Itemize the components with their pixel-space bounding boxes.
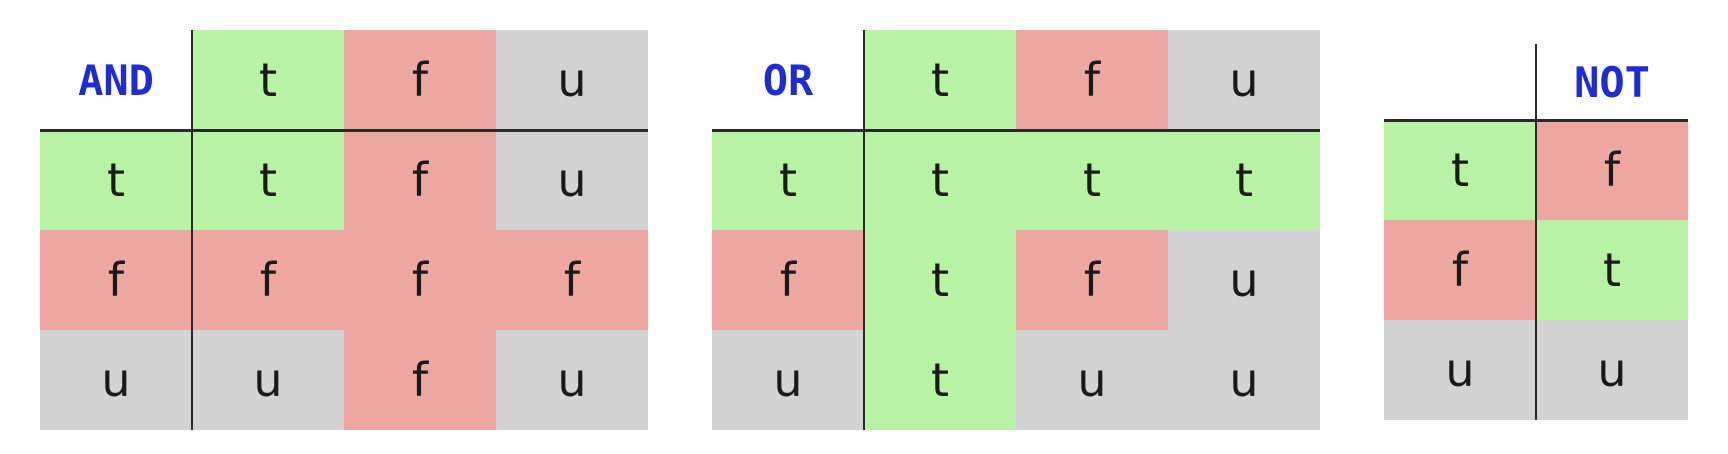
row-label-f: f [1384, 220, 1536, 320]
result-cell: u [1168, 230, 1320, 330]
header-cell-f: f [1016, 30, 1168, 130]
result-cell: f [192, 230, 344, 330]
result-cell: u [496, 330, 648, 430]
row-label-t: t [712, 130, 864, 230]
result-cell: t [1016, 130, 1168, 230]
result-cell: u [496, 130, 648, 230]
label-divider [863, 30, 865, 430]
result-cell: t [864, 230, 1016, 330]
operator-label: AND [78, 55, 154, 105]
result-cell: u [1168, 330, 1320, 430]
row-label-u: u [712, 330, 864, 430]
result-cell: u [1016, 330, 1168, 430]
header-divider [712, 129, 1320, 132]
result-cell: u [192, 330, 344, 430]
result-cell: f [1016, 230, 1168, 330]
row-label-t: t [40, 130, 192, 230]
result-cell: t [192, 130, 344, 230]
result-cell: t [864, 330, 1016, 430]
result-cell: t [864, 130, 1016, 230]
result-cell: f [344, 330, 496, 430]
result-cell: f [1536, 120, 1688, 220]
header-divider [40, 129, 648, 132]
row-label-u: u [40, 330, 192, 430]
result-cell: f [344, 130, 496, 230]
operator-label: OR [762, 55, 814, 105]
result-cell: t [1168, 130, 1320, 230]
row-label-u: u [1384, 320, 1536, 420]
result-cell: t [1536, 220, 1688, 320]
result-cell: u [1536, 320, 1688, 420]
label-divider [1535, 44, 1537, 420]
operator-label: NOT [1574, 57, 1650, 107]
result-cell: f [344, 230, 496, 330]
header-cell-t: t [192, 30, 344, 130]
header-cell-u: u [1168, 30, 1320, 130]
header-cell-f: f [344, 30, 496, 130]
header-cell-u: u [496, 30, 648, 130]
row-label-f: f [40, 230, 192, 330]
result-cell: f [496, 230, 648, 330]
header-cell-t: t [864, 30, 1016, 130]
label-divider [191, 30, 193, 430]
row-label-f: f [712, 230, 864, 330]
row-label-t: t [1384, 120, 1536, 220]
